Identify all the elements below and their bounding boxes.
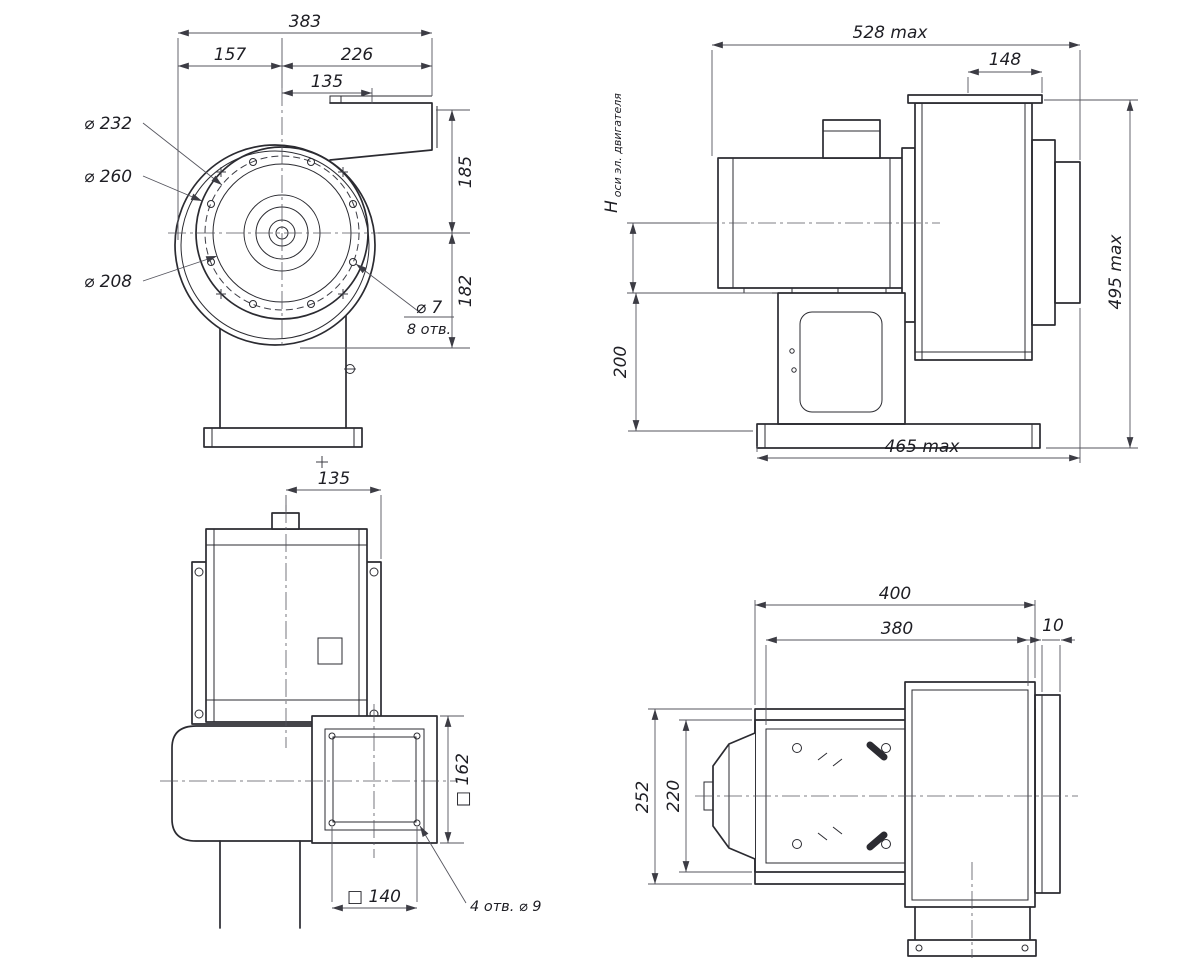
dim-top-plate-length: 380 (881, 619, 913, 639)
label-bore-dia: ⌀ 208 (84, 272, 132, 292)
view-side: 528 max 148 Hоси эл. двигателя 200 495 m… (602, 23, 1138, 463)
outlet-flange (311, 715, 438, 844)
dim-side-overall-length: 528 max (853, 23, 929, 43)
pedestal (777, 292, 906, 425)
view-front: 383 157 226 135 185 182 ⌀ 232 ⌀ 260 ⌀ 20… (84, 12, 476, 468)
front-leader-labels: ⌀ 232 ⌀ 260 ⌀ 208 ⌀ 7 8 отв. (84, 114, 454, 338)
label-hole-dia: ⌀ 7 (416, 298, 443, 318)
side-fan-outline (700, 94, 1081, 449)
dim-front-upper-height: 185 (456, 156, 476, 188)
dim-side-overall-height: 495 max (1106, 234, 1126, 310)
terminal-box (822, 119, 881, 159)
back-dimensions: 135 □ 162 □ 140 4 отв. ⌀ 9 (285, 469, 541, 915)
view-back: 135 □ 162 □ 140 4 отв. ⌀ 9 (160, 469, 541, 929)
label-flange-dia: ⌀ 260 (84, 167, 132, 187)
dim-front-total-width: 383 (289, 12, 321, 32)
label-bolt-circle-dia: ⌀ 232 (84, 114, 132, 134)
dim-back-bolt-square: □ 140 (347, 887, 401, 907)
base-plate (756, 423, 1041, 449)
top-fan-outline (695, 681, 1078, 958)
dim-side-outlet-depth: 148 (989, 50, 1022, 70)
dim-back-outlet-square: □ 162 (453, 753, 473, 807)
scroll-casing-top (904, 681, 1036, 908)
motor-body-back (205, 528, 368, 723)
label-back-flange-holes: 4 отв. ⌀ 9 (470, 899, 541, 915)
dim-front-lower-height: 182 (456, 275, 476, 307)
side-dimensions: 528 max 148 Hоси эл. двигателя 200 495 m… (602, 23, 1138, 463)
dim-front-right-width: 226 (341, 45, 374, 65)
top-dimensions: 400 380 10 252 220 (633, 584, 1075, 885)
dim-back-half-width: 135 (318, 469, 350, 489)
dim-side-pedestal-height: 200 (611, 346, 631, 378)
datum-cross-mark (316, 456, 328, 468)
dim-side-base-length: 465 max (885, 437, 961, 457)
view-top: 400 380 10 252 220 (633, 584, 1078, 958)
scroll-casing-back (171, 725, 332, 842)
dim-front-outlet-width: 135 (311, 72, 343, 92)
dim-top-base-length: 400 (879, 584, 911, 604)
dim-top-base-depth: 252 (633, 781, 653, 813)
front-fan-outline (168, 88, 438, 468)
scroll-casing (914, 102, 1033, 361)
dim-front-left-width: 157 (214, 45, 247, 65)
front-dimensions: 383 157 226 135 185 182 (177, 12, 476, 349)
dim-top-pedestal-depth: 220 (664, 780, 684, 812)
back-fan-outline (160, 505, 458, 929)
motor-body (717, 157, 906, 289)
dim-top-collar-lip: 10 (1042, 616, 1064, 636)
label-hole-count: 8 отв. (407, 322, 451, 338)
dim-motor-axis-height: Hоси эл. двигателя (602, 93, 624, 213)
